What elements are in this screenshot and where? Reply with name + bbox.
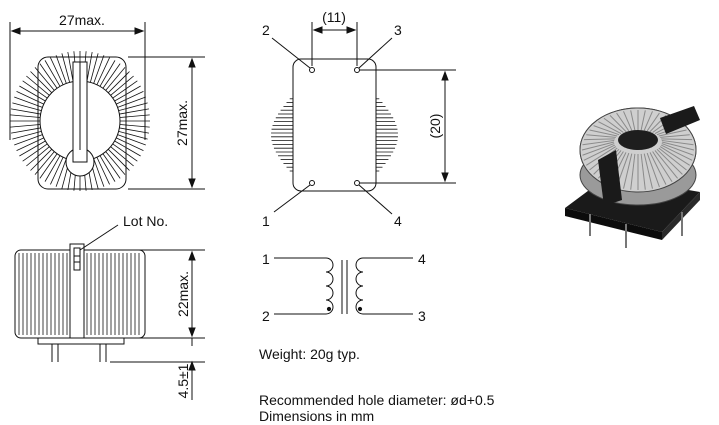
product-photo bbox=[565, 106, 700, 248]
dim-width-top-label: 27max. bbox=[59, 12, 105, 28]
weight-note: Weight: 20g typ. bbox=[259, 346, 360, 362]
top-view bbox=[10, 51, 150, 191]
bottom-view-windings bbox=[271, 98, 398, 172]
units-note: Dimensions in mm bbox=[259, 408, 375, 424]
dim-pin-spacing-label: (11) bbox=[322, 9, 346, 25]
dim-pin-pitch bbox=[360, 69, 456, 184]
pin-label-3: 3 bbox=[394, 22, 402, 38]
pin-label-1: 1 bbox=[262, 213, 270, 229]
bottom-view-base bbox=[292, 58, 377, 192]
pin-label-2: 2 bbox=[262, 22, 270, 38]
winding-right bbox=[355, 257, 413, 315]
dot-right bbox=[357, 306, 363, 312]
pin-hole-1 bbox=[309, 180, 315, 186]
dim-pin-spacing bbox=[311, 22, 358, 66]
winding-left bbox=[274, 257, 334, 315]
side-view-windings bbox=[18, 253, 140, 335]
side-view bbox=[14, 243, 146, 362]
lot-no-label: Lot No. bbox=[123, 213, 168, 229]
lot-no-leader bbox=[79, 224, 119, 251]
side-view-base bbox=[37, 337, 125, 345]
dim-height-top-label: 27max. bbox=[174, 100, 190, 146]
schem-pin-4: 4 bbox=[418, 251, 426, 267]
dim-pin-pitch-label: (20) bbox=[427, 114, 443, 139]
top-view-base bbox=[37, 56, 127, 190]
dot-left bbox=[326, 306, 332, 312]
pin-hole-3 bbox=[354, 67, 360, 73]
dim-height-top bbox=[128, 56, 205, 190]
top-view-windings bbox=[10, 51, 150, 191]
pin-hole-2 bbox=[309, 67, 315, 73]
schem-pin-3: 3 bbox=[418, 308, 426, 324]
pin-hole-4 bbox=[354, 180, 360, 186]
bottom-view bbox=[271, 58, 398, 192]
photo-core-hole bbox=[618, 130, 658, 150]
dim-height-side-label: 22max. bbox=[175, 271, 191, 317]
dim-width-top bbox=[9, 22, 146, 140]
schematic bbox=[274, 257, 413, 315]
dim-pin-length-label: 4.5±1 bbox=[175, 363, 191, 398]
dim-height-side bbox=[110, 249, 205, 400]
pin-label-4: 4 bbox=[394, 213, 402, 229]
schem-pin-1: 1 bbox=[262, 251, 270, 267]
lot-no-marking bbox=[73, 247, 81, 271]
hole-note: Recommended hole diameter: ød+0.5 bbox=[259, 392, 495, 408]
schem-pin-2: 2 bbox=[262, 308, 270, 324]
side-view-separator bbox=[69, 243, 85, 339]
pin-leaders bbox=[271, 37, 393, 215]
